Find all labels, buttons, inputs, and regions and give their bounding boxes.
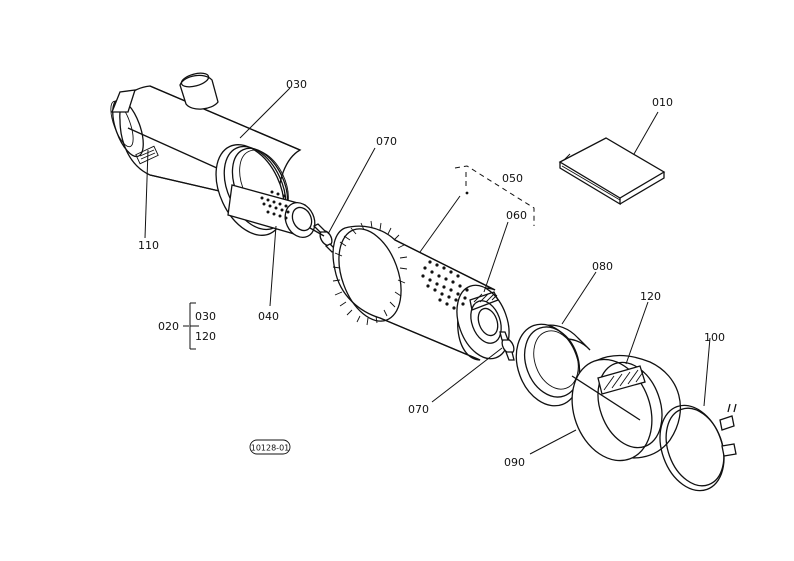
label-030-sub: 030 bbox=[195, 310, 216, 323]
label-040: 040 bbox=[258, 310, 279, 323]
drawing-code: 10128-01 bbox=[251, 444, 290, 453]
dust-cup bbox=[571, 355, 682, 462]
assembly-bracket bbox=[183, 302, 199, 350]
wing-nut-top bbox=[309, 223, 338, 253]
leader-lines bbox=[144, 87, 711, 455]
label-120-sub: 120 bbox=[195, 330, 216, 343]
label-070-top: 070 bbox=[376, 135, 397, 148]
label-090: 090 bbox=[504, 456, 525, 469]
label-070-bottom: 070 bbox=[408, 403, 429, 416]
manual-booklet bbox=[558, 137, 666, 206]
outlet-tube bbox=[227, 184, 316, 239]
label-060: 060 bbox=[506, 209, 527, 222]
label-080: 080 bbox=[592, 260, 613, 273]
label-050: 050 bbox=[502, 172, 523, 185]
wing-nut-bottom bbox=[499, 331, 515, 361]
label-plate bbox=[135, 145, 159, 165]
label-030: 030 bbox=[286, 78, 307, 91]
label-010: 010 bbox=[652, 96, 673, 109]
filter-element bbox=[332, 220, 510, 361]
dust-cup-ring bbox=[515, 323, 591, 407]
label-110: 110 bbox=[138, 239, 159, 252]
label-120: 120 bbox=[640, 290, 661, 303]
drawing-code-badge: 10128-01 bbox=[249, 439, 291, 455]
part-number-labels: 030 110 040 070 050 060 070 080 090 120 … bbox=[138, 78, 725, 469]
baffle-plate bbox=[597, 365, 646, 395]
label-100: 100 bbox=[704, 331, 725, 344]
band-clamp bbox=[659, 403, 737, 492]
label-020: 020 bbox=[158, 320, 179, 333]
